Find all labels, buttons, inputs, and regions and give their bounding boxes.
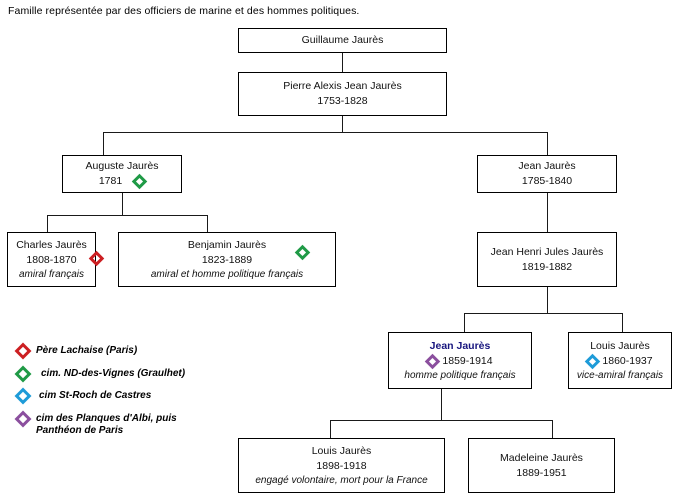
node-pierre-alexis-jean-jaures[interactable]: Pierre Alexis Jean Jaurès 1753-1828 — [238, 72, 447, 116]
node-description: engagé volontaire, mort pour la France — [255, 474, 428, 486]
diagram-caption: Famille représentée par des officiers de… — [8, 5, 360, 17]
connector-jeanhenri-down — [547, 287, 548, 313]
legend-label: cim des Planques d'Albi, puis Panthéon d… — [36, 412, 177, 437]
legend-marker — [10, 342, 36, 360]
legend-label: cim St-Roch de Castres — [39, 390, 152, 401]
node-name: Charles Jaurès — [16, 238, 87, 251]
legend-marker — [10, 410, 36, 427]
connector-auguste-down — [122, 192, 123, 215]
legend-marker — [10, 365, 36, 382]
node-name: Jean Henri Jules Jaurès — [490, 245, 604, 258]
legend-marker — [10, 387, 36, 405]
node-madeleine-jaures[interactable]: Madeleine Jaurès 1889-1951 — [468, 438, 615, 493]
connector-to-auguste — [103, 132, 104, 155]
legend-label: cim. ND-des-Vignes (Graulhet) — [41, 367, 186, 379]
node-louis-jaures-1898[interactable]: Louis Jaurès 1898-1918 engagé volontaire… — [238, 438, 445, 493]
node-dates: 1781 — [98, 175, 123, 187]
node-description: amiral français — [18, 268, 85, 280]
legend-item-planques-albi: cim des Planques d'Albi, puis Panthéon d… — [10, 410, 225, 438]
burial-places-legend: Père Lachaise (Paris) cim. ND-des-Vignes… — [10, 342, 225, 446]
node-name: Auguste Jaurès — [85, 160, 159, 172]
node-jean-jaures-1785[interactable]: Jean Jaurès 1785-1840 — [477, 155, 617, 193]
node-benjamin-jaures[interactable]: Benjamin Jaurès 1823-1889 amiral et homm… — [118, 232, 336, 287]
node-name: Guillaume Jaurès — [301, 34, 384, 46]
connector-gen3-left-bus — [47, 215, 208, 216]
node-guillaume-jaures[interactable]: Guillaume Jaurès — [238, 28, 447, 53]
node-auguste-jaures[interactable]: Auguste Jaurès 1781 — [62, 155, 182, 193]
node-name: Madeleine Jaurès — [500, 451, 583, 464]
burial-marker-planques-albi-diamond-icon — [425, 353, 441, 369]
legend-item-nd-des-vignes: cim. ND-des-Vignes (Graulhet) — [10, 365, 225, 382]
burial-marker-nd-des-vignes-diamond-icon — [131, 173, 148, 190]
node-name: Louis Jaurès — [311, 444, 372, 457]
burial-marker-nd-des-vignes-diamond-icon — [294, 244, 311, 261]
node-name: Jean Jaurès — [518, 160, 576, 172]
connector-gen5-bus — [330, 420, 553, 421]
node-dates: 1808-1870 — [26, 253, 77, 266]
node-jean-jaures-1859[interactable]: Jean Jaurès 1859-1914 homme politique fr… — [388, 332, 532, 389]
node-name: Louis Jaurès — [590, 339, 650, 352]
connector-to-charles — [47, 215, 48, 232]
node-dates: 1819-1882 — [521, 260, 573, 273]
connector-gen4-bus — [464, 313, 623, 314]
connector-jean1859-down — [441, 389, 442, 420]
node-dates: 1889-1951 — [516, 466, 567, 479]
connector-to-jean1785 — [547, 132, 548, 155]
node-name: Jean Jaurès — [429, 339, 491, 352]
legend-item-pere-lachaise: Père Lachaise (Paris) — [10, 342, 225, 360]
connector-to-jean1859 — [464, 313, 465, 332]
node-name: Pierre Alexis Jean Jaurès — [283, 80, 402, 92]
node-jean-henri-jules-jaures[interactable]: Jean Henri Jules Jaurès 1819-1882 — [477, 232, 617, 287]
node-description: vice-amiral français — [576, 369, 664, 381]
node-dates: 1860-1937 — [602, 354, 653, 367]
node-louis-jaures-1860[interactable]: Louis Jaurès 1860-1937 vice-amiral franç… — [568, 332, 672, 389]
node-dates: 1785-1840 — [521, 175, 573, 187]
node-dates: 1859-1914 — [442, 354, 493, 367]
connector-to-madeleine — [552, 420, 553, 438]
st-roch-diamond-icon — [14, 387, 32, 405]
connector-to-louis1898 — [330, 420, 331, 438]
planques-albi-diamond-icon — [14, 410, 32, 427]
nd-des-vignes-diamond-icon — [14, 365, 32, 382]
burial-marker-st-roch-diamond-icon — [585, 353, 601, 369]
node-name: Benjamin Jaurès — [187, 238, 267, 251]
connector-jean1785-jeanhenri — [547, 192, 548, 232]
legend-label: Père Lachaise (Paris) — [36, 345, 138, 356]
burial-marker-pere-lachaise-diamond-icon — [88, 250, 105, 267]
connector-guillaume-pierre — [342, 52, 343, 72]
connector-to-louis1860 — [622, 313, 623, 332]
connector-pierre-down — [342, 115, 343, 132]
connector-to-benjamin — [207, 215, 208, 232]
node-dates: 1898-1918 — [316, 459, 367, 472]
node-dates: 1823-1889 — [201, 253, 253, 266]
pere-lachaise-diamond-icon — [14, 342, 32, 360]
node-description: homme politique français — [404, 369, 516, 381]
node-description: amiral et homme politique français — [150, 268, 304, 280]
node-dates: 1753-1828 — [317, 95, 368, 107]
node-charles-jaures[interactable]: Charles Jaurès 1808-1870 amiral français — [7, 232, 105, 287]
legend-item-st-roch: cim St-Roch de Castres — [10, 387, 225, 405]
connector-gen2-bus — [103, 132, 548, 133]
